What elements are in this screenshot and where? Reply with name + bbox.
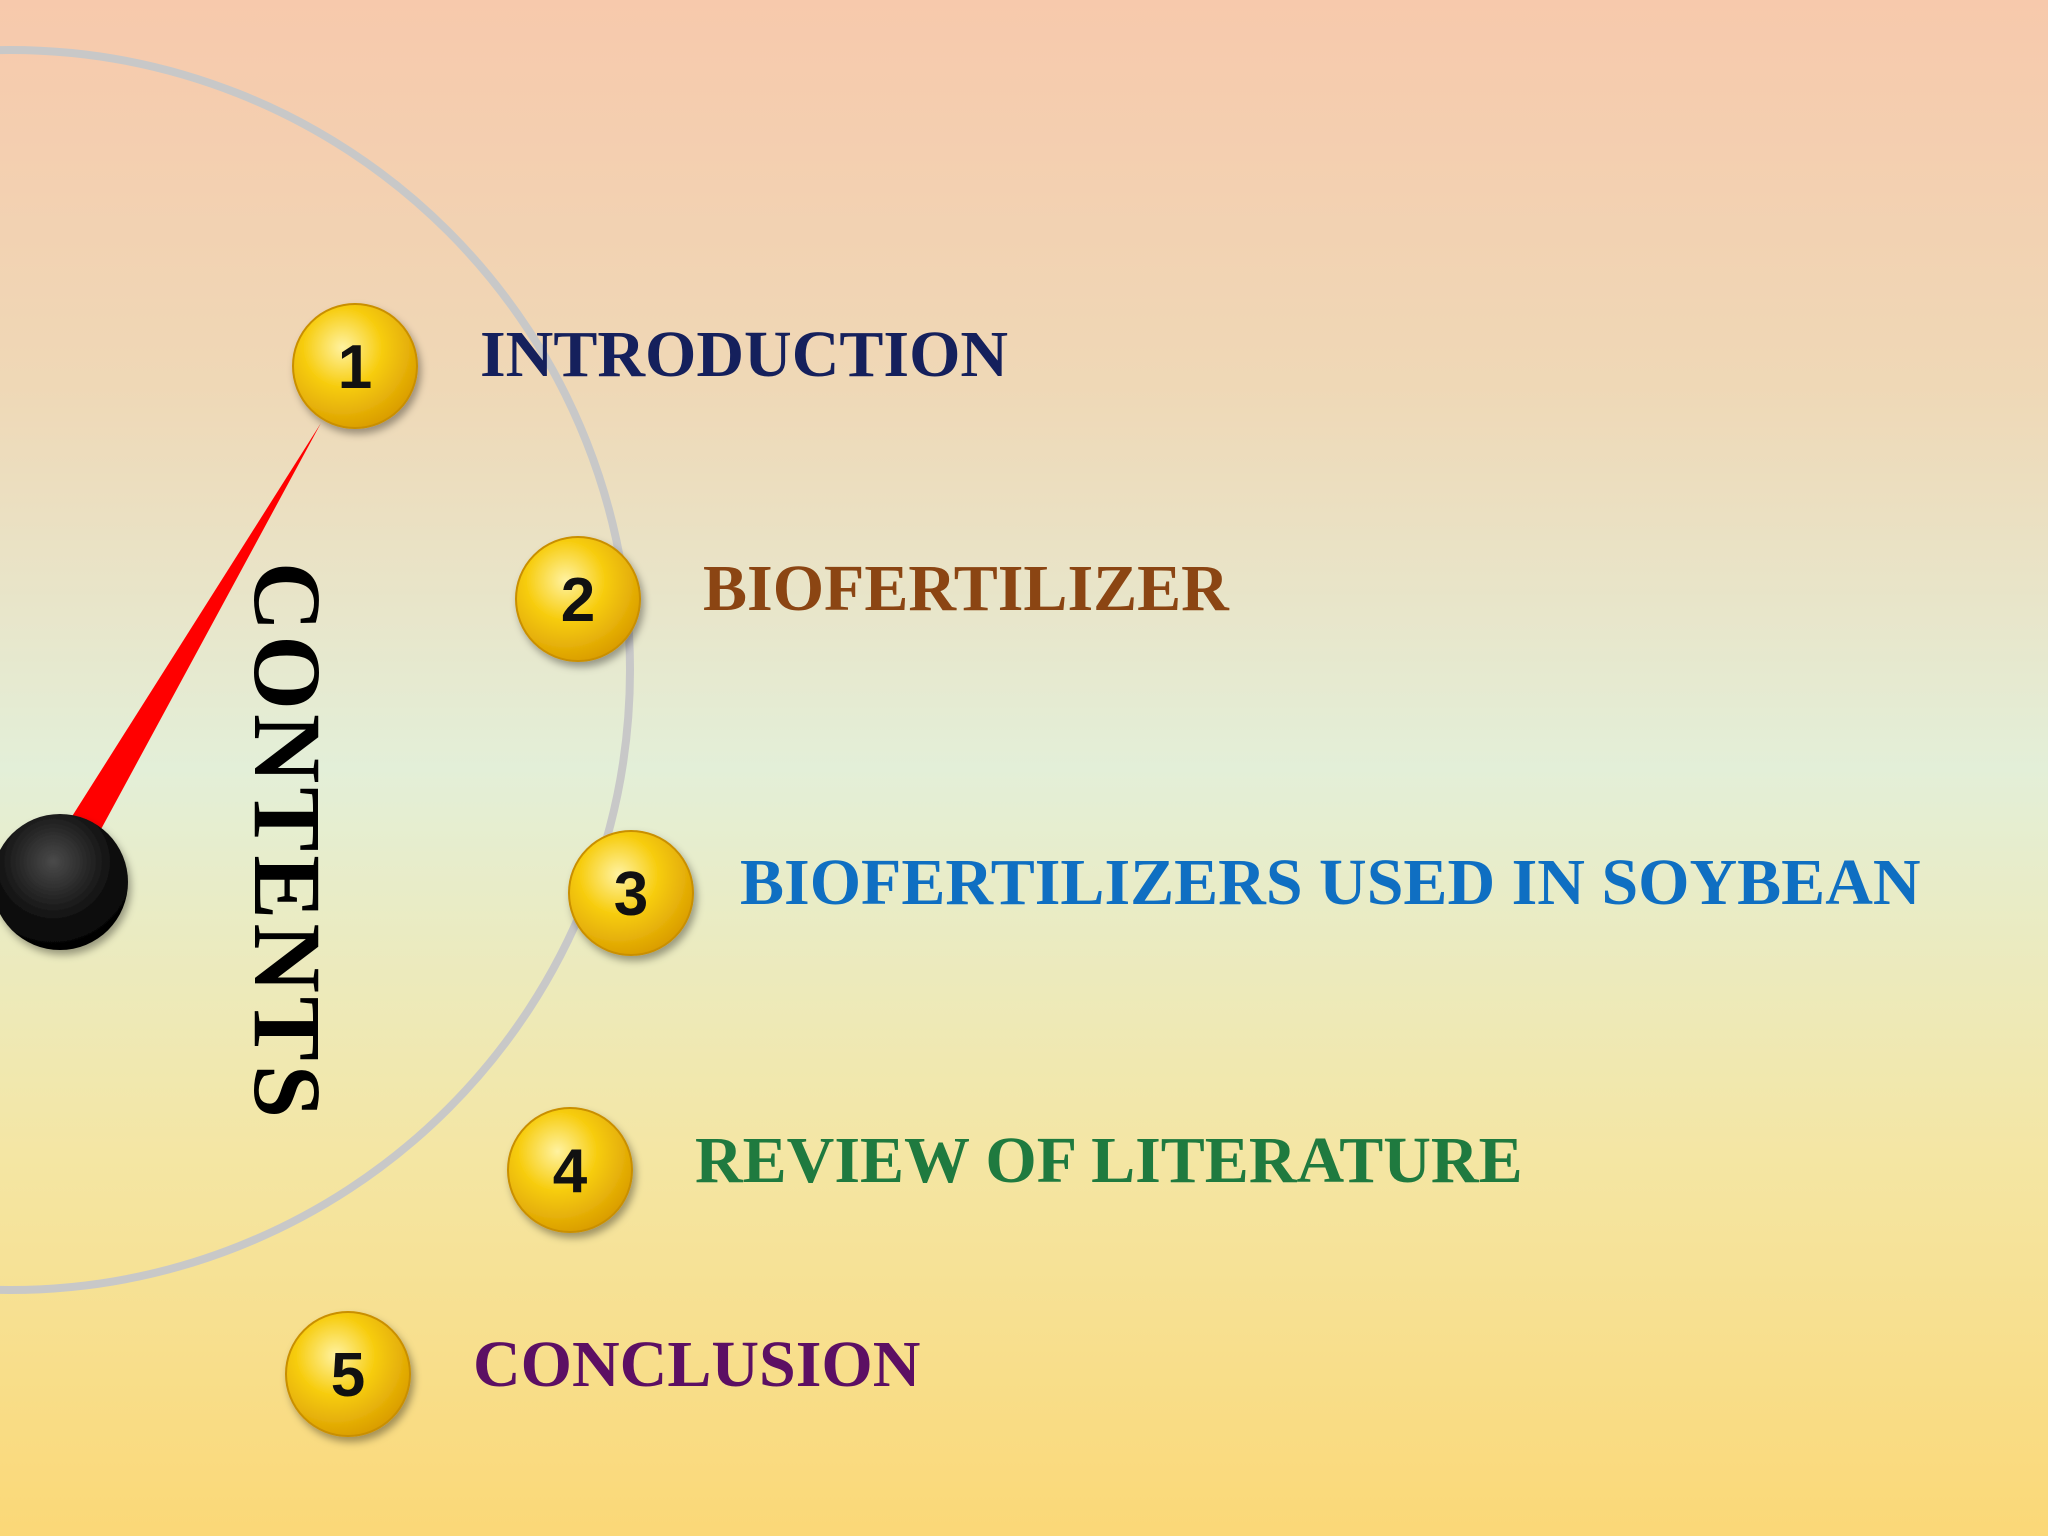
badge-number: 5 [331, 1341, 365, 1410]
contents-item-4: REVIEW OF LITERATURE [695, 1124, 1523, 1197]
badge-3: 3 [568, 830, 694, 956]
contents-title: CONTENTS [234, 561, 342, 1123]
badge-1: 1 [292, 303, 418, 429]
contents-item-1: INTRODUCTION [480, 318, 1009, 391]
badge-number: 3 [614, 860, 648, 929]
badge-5: 5 [285, 1311, 411, 1437]
dial-arc [0, 46, 634, 1294]
badge-number: 1 [338, 333, 372, 402]
badge-2: 2 [515, 536, 641, 662]
pointer-hub [0, 814, 128, 950]
contents-item-3: BIOFERTILIZERS USED IN SOYBEAN [740, 846, 1921, 919]
pointer-needle [52, 423, 321, 868]
badge-number: 2 [561, 566, 595, 635]
badge-number: 4 [553, 1137, 588, 1206]
contents-item-5: CONCLUSION [473, 1328, 921, 1401]
contents-item-2: BIOFERTILIZER [703, 552, 1229, 625]
badge-4: 4 [507, 1107, 633, 1233]
